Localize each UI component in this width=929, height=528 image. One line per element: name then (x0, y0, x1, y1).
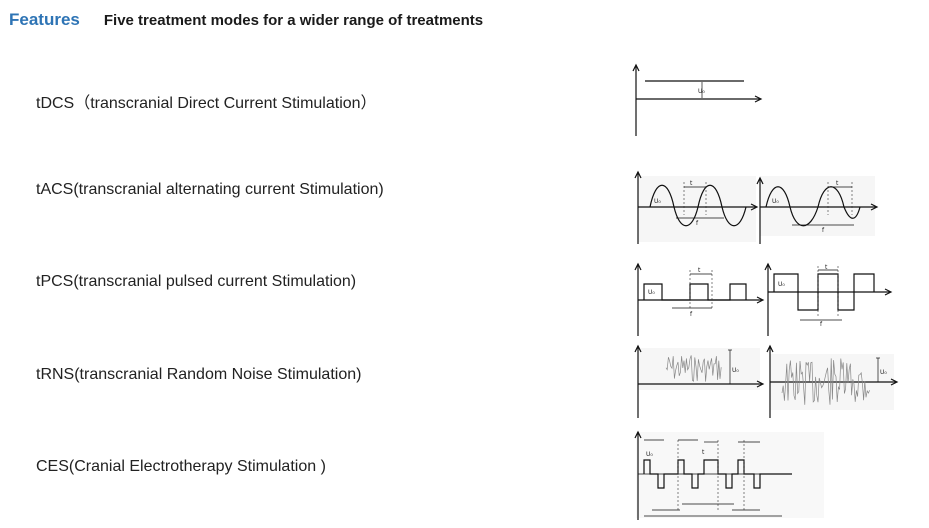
tdcs-waveform-diagram: U₀ (630, 62, 770, 138)
features-heading: Features (9, 10, 80, 29)
tacs-waveform-diagram: t f U₀ t f U₀ (632, 170, 882, 246)
ces-waveform-diagram: t U₀ (632, 430, 828, 522)
svg-text:t: t (702, 449, 705, 456)
tacs-grid (638, 176, 875, 242)
svg-text:U₀: U₀ (698, 88, 705, 95)
mode-label-trns: tRNS(transcranial Random Noise Stimulati… (36, 366, 362, 383)
svg-text:U₀: U₀ (732, 367, 739, 374)
svg-text:U₀: U₀ (646, 451, 653, 458)
svg-text:U₀: U₀ (880, 369, 887, 376)
svg-text:U₀: U₀ (648, 289, 655, 296)
svg-text:f: f (696, 220, 699, 227)
svg-text:U₀: U₀ (654, 198, 661, 205)
svg-text:U₀: U₀ (772, 198, 779, 205)
tpcs-waveform-diagram: t f U₀ t f U₀ (632, 262, 894, 338)
svg-text:f: f (820, 321, 823, 328)
page-header: Features Five treatment modes for a wide… (9, 10, 483, 34)
mode-label-ces: CES(Cranial Electrotherapy Stimulation ) (36, 458, 326, 475)
svg-text:t: t (698, 267, 701, 274)
svg-text:f: f (822, 227, 825, 234)
svg-text:t: t (690, 180, 693, 187)
svg-text:f: f (690, 311, 693, 318)
svg-text:U₀: U₀ (778, 281, 785, 288)
mode-label-tpcs: tPCS(transcranial pulsed current Stimula… (36, 273, 357, 290)
svg-text:t: t (825, 264, 828, 271)
features-subtitle: Five treatment modes for a wider range o… (103, 12, 484, 29)
trns-waveform-diagram: U₀ U₀ (632, 344, 902, 420)
mode-label-tdcs: tDCS（transcranial Direct Current Stimula… (36, 95, 377, 112)
svg-text:t: t (836, 180, 839, 187)
mode-label-tacs: tACS(transcranial alternating current St… (36, 181, 384, 198)
